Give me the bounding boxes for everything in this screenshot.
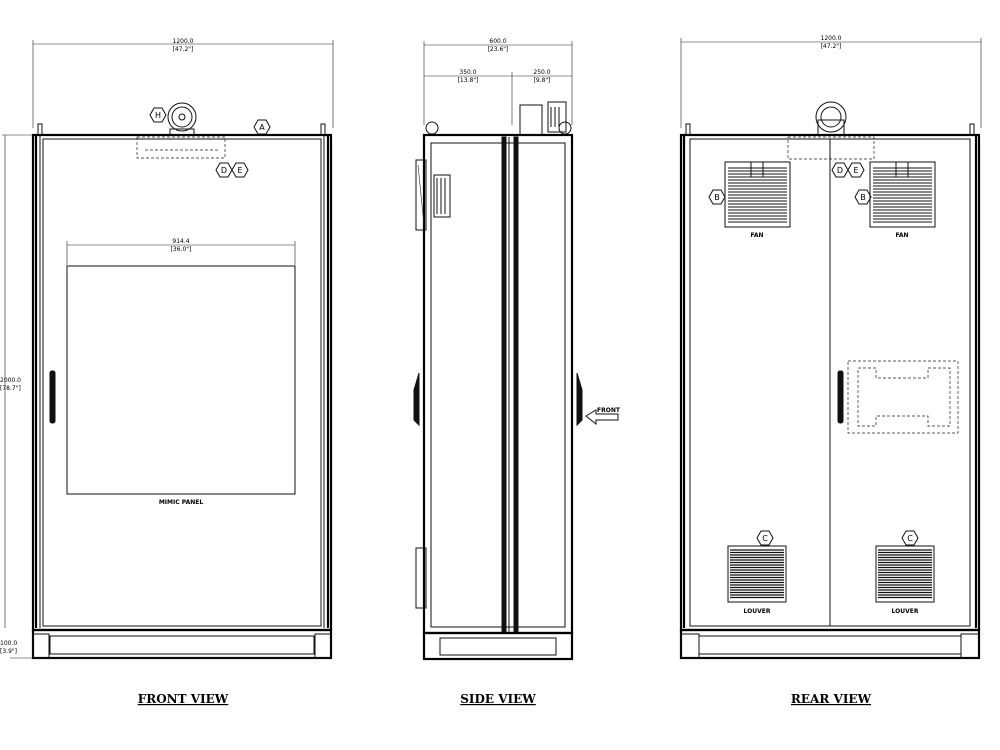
svg-text:A: A (259, 123, 265, 132)
front-tag-a: A (253, 119, 271, 135)
side-handle-left (413, 372, 420, 427)
rear-width-dim-inches: [47.2"] (821, 43, 842, 50)
front-panel-width-dim: 914.4 (172, 238, 189, 245)
svg-text:C: C (762, 534, 768, 543)
svg-text:E: E (853, 166, 858, 175)
mimic-panel (66, 265, 296, 495)
front-view: 1200.0 [47.2"] H A D (0, 38, 334, 706)
side-left-dim-inches: [13.8"] (458, 77, 479, 84)
rear-door-handle (837, 370, 844, 424)
rear-view: 1200.0 [47.2"] D E FAN (679, 35, 982, 706)
svg-text:B: B (714, 193, 720, 202)
svg-text:C: C (907, 534, 913, 543)
svg-text:D: D (837, 166, 843, 175)
svg-text:D: D (221, 166, 227, 175)
rear-tag-c-left: C (756, 530, 774, 546)
front-tag-d: D (215, 162, 233, 178)
svg-text:E: E (237, 166, 242, 175)
front-panel-width-dim-inches: [36.0"] (171, 246, 192, 253)
rear-fan-right: FAN (869, 161, 936, 239)
front-height-dim: 2000.0 (0, 377, 21, 384)
rear-tag-b-right: B (854, 189, 872, 205)
front-height-dim-inches: [78.7"] (0, 385, 21, 392)
fan-label-left: FAN (750, 232, 763, 239)
front-tag-h: H (149, 107, 167, 123)
rear-tag-e: E (847, 162, 865, 178)
rear-louver-right: LOUVER (875, 545, 935, 615)
front-tag-e: E (231, 162, 249, 178)
side-right-dim-inches: [9.8"] (534, 77, 551, 84)
rear-view-title: REAR VIEW (791, 692, 872, 706)
side-view: 600.0 [23.6"] 350.0 [13.8"] 250.0 [9.8"] (413, 38, 621, 706)
side-handle-right (576, 372, 583, 427)
front-base-dim-inches: [3.9"] (0, 648, 17, 655)
rear-louver-left: LOUVER (727, 545, 787, 615)
front-view-title: FRONT VIEW (138, 692, 229, 706)
rear-tag-b-left: B (708, 189, 726, 205)
rear-fan-left: FAN (724, 161, 791, 239)
louver-label-left: LOUVER (744, 608, 771, 615)
front-width-dim: 1200.0 (173, 38, 194, 45)
fan-label-right: FAN (895, 232, 908, 239)
rear-tag-c-right: C (901, 530, 919, 546)
louver-label-right: LOUVER (892, 608, 919, 615)
front-width-dim-inches: [47.2"] (173, 46, 194, 53)
front-door-handle (49, 370, 56, 424)
rear-width-dim: 1200.0 (821, 35, 842, 42)
rear-tag-d: D (831, 162, 849, 178)
side-depth-dim-inches: [23.6"] (488, 46, 509, 53)
front-base-dim: 100.0 (0, 640, 17, 647)
side-right-dim: 250.0 (533, 69, 550, 76)
svg-text:H: H (155, 111, 161, 120)
mimic-panel-label: MIMIC PANEL (159, 499, 204, 506)
side-depth-dim: 600.0 (489, 38, 506, 45)
side-front-label: FRONT (597, 407, 621, 414)
front-arrow-icon (585, 409, 619, 426)
svg-text:B: B (860, 193, 866, 202)
side-left-dim: 350.0 (459, 69, 476, 76)
side-view-title: SIDE VIEW (460, 692, 536, 706)
